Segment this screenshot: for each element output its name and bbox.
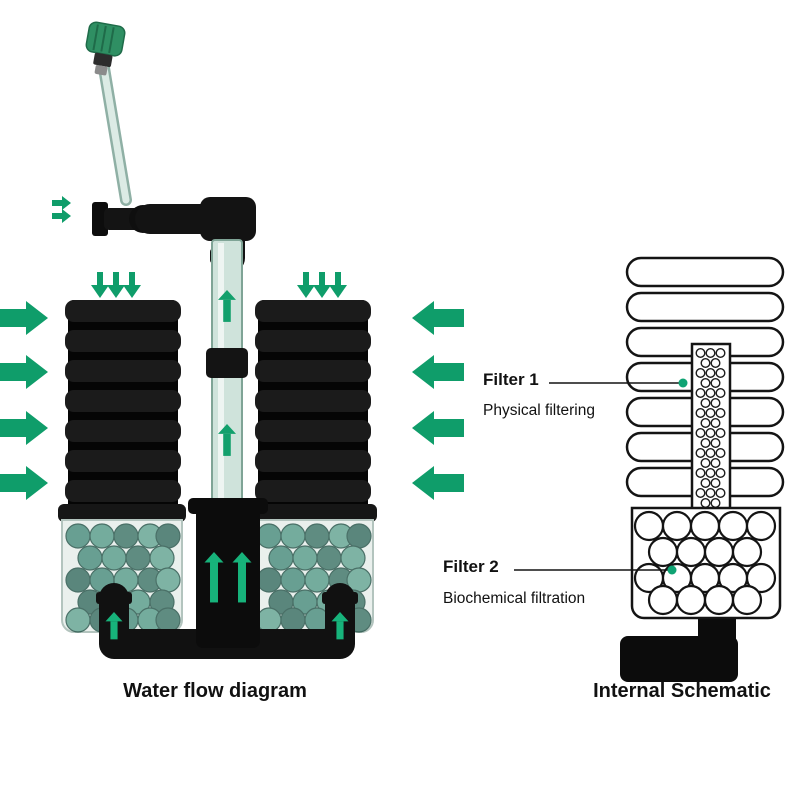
riser-tube bbox=[206, 239, 248, 521]
filter2-description: Biochemical filtration bbox=[443, 590, 586, 607]
schematic-media-dots bbox=[695, 348, 726, 509]
schematic-sponge-discs bbox=[625, 256, 785, 498]
cup-lid-right bbox=[249, 504, 377, 522]
filter2-label: Filter 2 bbox=[443, 557, 499, 576]
leader-dot-filter2 bbox=[667, 565, 677, 575]
filter1-label: Filter 1 bbox=[483, 370, 539, 389]
air-intake-valve bbox=[85, 21, 157, 236]
label-leader-lines bbox=[514, 378, 688, 575]
downflow-arrows bbox=[91, 272, 347, 298]
air-intake-arrows bbox=[52, 196, 71, 223]
filter1-description: Physical filtering bbox=[483, 402, 595, 419]
pump-body bbox=[188, 498, 268, 648]
right-caption: Internal Schematic bbox=[593, 680, 771, 702]
schematic-bio-balls bbox=[633, 510, 777, 616]
sponge-filters bbox=[65, 300, 371, 512]
cup-lid-left bbox=[58, 504, 186, 522]
leader-dot-filter1 bbox=[678, 378, 688, 388]
tube-coupler bbox=[206, 348, 248, 378]
air-tap-knob bbox=[85, 21, 126, 76]
water-inflow-arrows bbox=[0, 301, 464, 500]
left-caption: Water flow diagram bbox=[123, 680, 307, 702]
schematic-outlet-pipe bbox=[620, 610, 738, 682]
upflow-arrows bbox=[105, 290, 349, 640]
